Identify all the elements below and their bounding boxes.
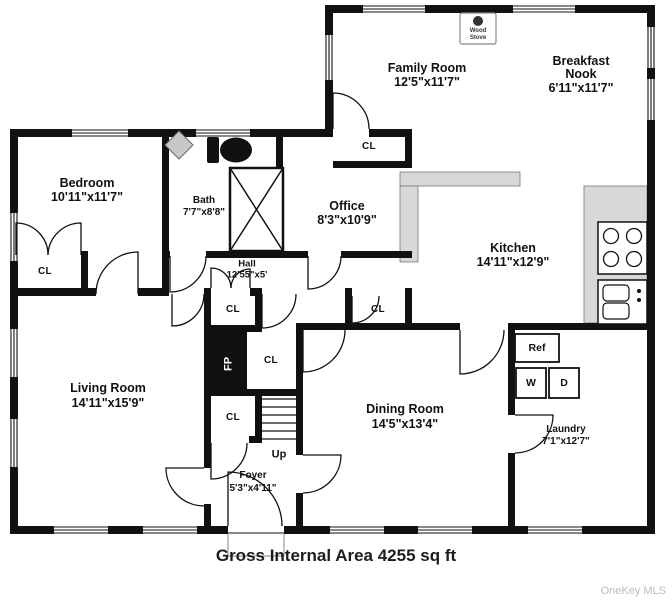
foyer-dining-door [302,454,342,494]
laundry-dims: 7'1"x12'7" [542,436,590,447]
windows [10,5,655,534]
toilet-icon [207,137,252,163]
wood-stove-icon [459,12,497,45]
entry-stoop [227,532,285,557]
kitchen-name: Kitchen [490,240,536,255]
laundry-door [514,414,554,454]
breakfast-nook-dims: 6'11"x11'7" [548,80,614,95]
hall-dining-door [302,329,346,373]
closet-label-hall-1: CL [226,304,240,315]
lower-closet-door [210,442,248,480]
dining-room-name: Dining Room [366,401,444,416]
living-room-name: Living Room [70,380,146,395]
wood-stove-label-line1: Wood [469,28,487,34]
center-closet-door [261,293,297,329]
hall-closet2-door [351,295,380,324]
hatch-box [228,166,285,253]
bedroom-closet-door-left [15,222,49,256]
dryer-label: D [560,376,568,389]
closet-label-bedroom: CL [38,266,52,277]
family-room-dims: 12'5"x11'7" [394,74,460,89]
closet-label-hall-2: CL [371,304,385,315]
stove-icon [597,221,648,275]
refrigerator-box [514,333,560,363]
gross-area-text: Gross Internal Area 4255 sq ft [215,546,457,565]
kitchen-dining-door [459,329,505,375]
bath-dims: 7'7"x8'8" [182,207,226,218]
bedroom-closet-door-right [47,222,82,256]
office-door [307,255,342,290]
dryer-box [548,367,580,399]
washer-box [515,367,547,399]
kitchen-dims: 14'11"x12'9" [476,254,550,269]
bedroom-name: Bedroom [59,175,115,190]
closet-label-family: CL [362,141,376,152]
hall-name: Hall [238,258,256,270]
bath-door [169,255,207,293]
hall-dims: 12'55"x5' [226,269,268,281]
bath-name: Bath [192,195,216,206]
wood-stove-label-line2: Stove [469,35,487,41]
dining-room-dims: 14'5"x13'4" [371,416,439,431]
laundry-name: Laundry [546,424,586,435]
door-arcs [15,92,554,527]
bath-sink-icon [164,130,194,160]
breakfast-nook-name-line1: Breakfast [552,53,610,68]
stairs-up-label: Up [271,448,287,461]
office-name: Office [329,198,365,213]
office-dims: 8'3"x10'9" [317,212,377,227]
washer-label: W [526,376,536,389]
breakfast-nook-name-line2: Nook [565,66,597,81]
front-door [227,471,283,527]
family-room-door [332,92,370,130]
fireplace-label: FP [222,356,235,372]
foyer-dims: 5'3"x4'11" [229,483,277,494]
fireplace [211,332,247,396]
closet-label-center: CL [264,355,278,366]
stairs [262,398,296,440]
family-room-name: Family Room [387,60,467,75]
living-room-door [171,293,205,327]
bedroom-dims: 10'11"x11'7" [50,189,124,204]
foyer-name: Foyer [239,470,267,481]
hall-closet-door-right [230,268,251,289]
bedroom-door [95,251,139,295]
refrigerator-label: Ref [528,341,546,354]
closet-label-lower: CL [226,412,240,423]
living-room-dims: 14'11"x15'9" [71,395,145,410]
kitchen-sink-icon [597,279,648,325]
watermark-text: OneKey MLS [600,585,666,597]
foyer-living-door [165,467,205,507]
